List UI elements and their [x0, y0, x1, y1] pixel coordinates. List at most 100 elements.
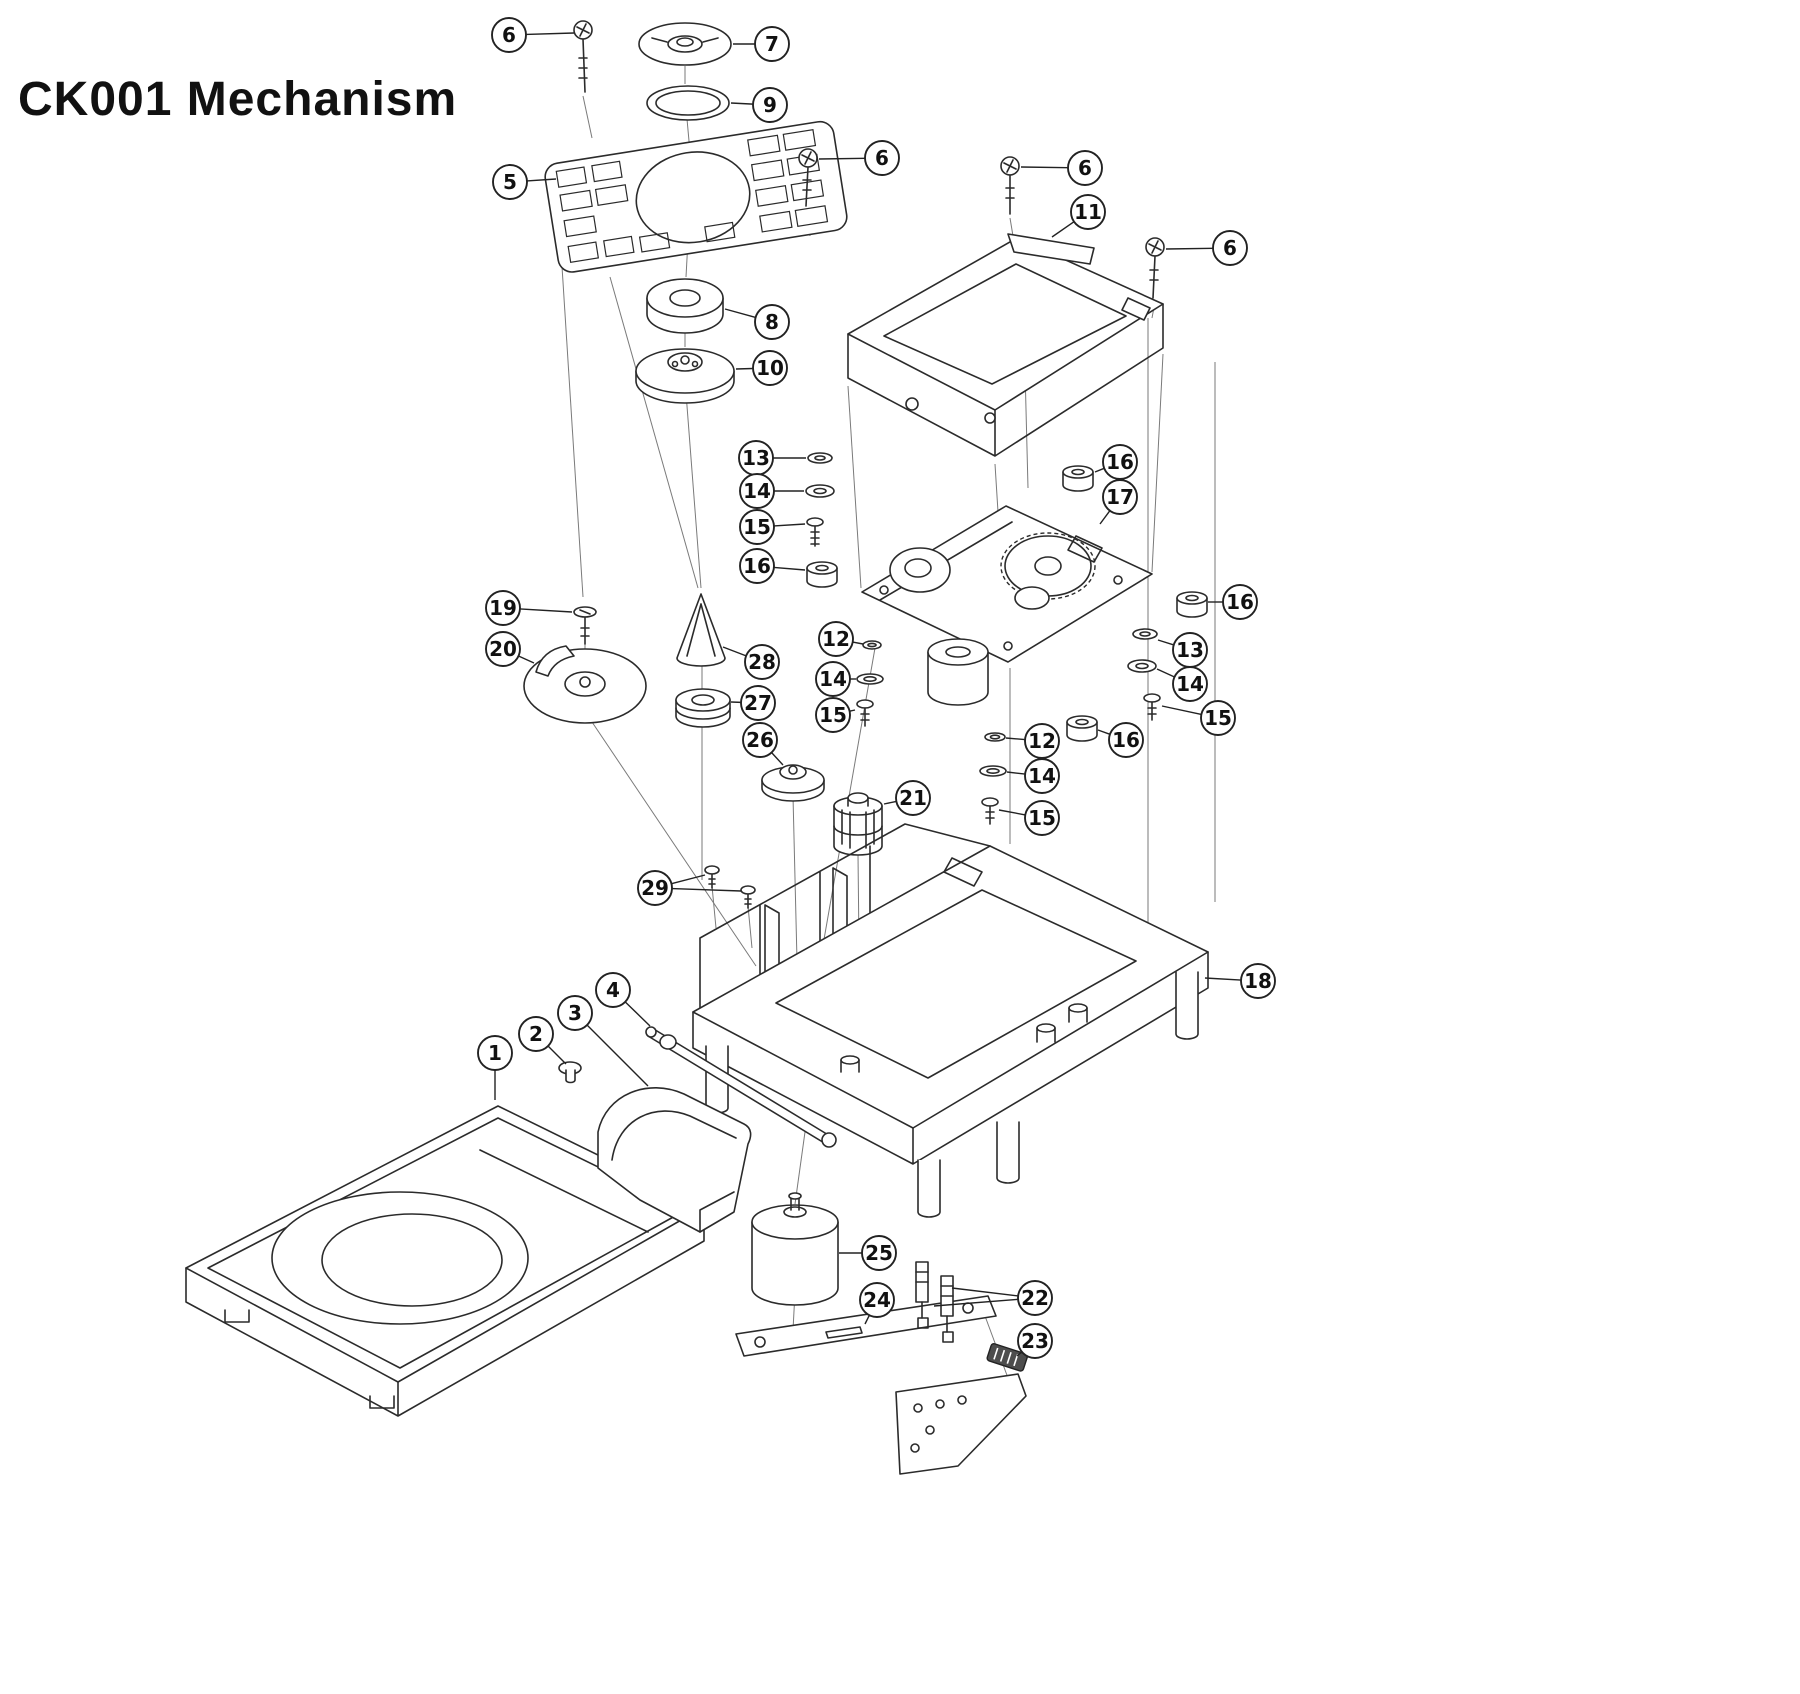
- screw-15-b: [1143, 693, 1161, 721]
- svg-text:19: 19: [489, 596, 517, 620]
- svg-text:14: 14: [743, 479, 771, 503]
- callout-23: 23: [1016, 1323, 1053, 1359]
- svg-text:16: 16: [1106, 450, 1134, 474]
- svg-text:15: 15: [1028, 806, 1056, 830]
- part-28-cone-spring: [676, 593, 726, 667]
- page-title: CK001 Mechanism: [18, 73, 458, 126]
- callout-7: 7: [733, 26, 790, 62]
- callout-16: 16: [1094, 444, 1138, 480]
- svg-text:4: 4: [606, 978, 620, 1002]
- svg-text:13: 13: [1176, 638, 1204, 662]
- callout-13: 13: [738, 440, 806, 476]
- callout-4: 4: [595, 972, 651, 1027]
- svg-text:23: 23: [1021, 1329, 1049, 1353]
- callout-15: 15: [998, 800, 1060, 836]
- callout-18: 18: [1204, 963, 1276, 999]
- washer-14-b: [1127, 659, 1157, 673]
- part-20-limit-disc: [523, 645, 647, 724]
- washer-12-a: [862, 640, 882, 650]
- callout-20: 20: [485, 631, 535, 667]
- callout-17: 17: [1099, 479, 1138, 525]
- svg-text:11: 11: [1074, 200, 1102, 224]
- svg-text:2: 2: [529, 1022, 543, 1046]
- part-8-damper-ring: [646, 278, 724, 334]
- svg-text:16: 16: [743, 554, 771, 578]
- screw-29-a: [704, 865, 720, 889]
- svg-text:22: 22: [1021, 1286, 1049, 1310]
- part-24-pcb: [735, 1295, 1027, 1475]
- part-3-cover: [597, 1087, 752, 1233]
- svg-text:13: 13: [742, 446, 770, 470]
- callout-8: 8: [724, 304, 790, 340]
- screw-6-b: [798, 148, 818, 207]
- part-2-button-pin: [558, 1061, 582, 1084]
- callout-15: 15: [739, 509, 806, 545]
- callout-19: 19: [485, 590, 573, 626]
- svg-text:29: 29: [641, 876, 669, 900]
- svg-text:14: 14: [1028, 764, 1056, 788]
- svg-text:12: 12: [822, 627, 850, 651]
- svg-text:10: 10: [756, 356, 784, 380]
- callout-14: 14: [739, 473, 804, 509]
- svg-text:6: 6: [875, 146, 889, 170]
- washer-13-b: [1132, 628, 1158, 640]
- washer-14-c: [856, 673, 884, 685]
- screw-15-c: [856, 699, 874, 727]
- callout-15: 15: [815, 697, 856, 733]
- callout-29: 29: [637, 870, 742, 906]
- callout-6: 6: [1165, 230, 1248, 266]
- part-11-clamp-frame: [847, 233, 1164, 457]
- washer-14-a: [805, 484, 835, 498]
- svg-text:20: 20: [489, 637, 517, 661]
- callout-9: 9: [730, 87, 788, 123]
- svg-text:1: 1: [488, 1041, 502, 1065]
- svg-text:21: 21: [899, 786, 927, 810]
- callout-25: 25: [839, 1235, 897, 1271]
- callout-1: 1: [477, 1035, 513, 1100]
- svg-text:24: 24: [863, 1288, 891, 1312]
- callout-6: 6: [491, 17, 575, 53]
- svg-text:17: 17: [1106, 485, 1134, 509]
- svg-text:25: 25: [865, 1241, 893, 1265]
- svg-text:8: 8: [765, 310, 779, 334]
- callout-27: 27: [730, 685, 776, 721]
- part-9-friction-ring: [646, 85, 730, 121]
- callout-5: 5: [492, 164, 557, 200]
- part-7-clamp-cap: [638, 22, 732, 66]
- svg-text:15: 15: [819, 703, 847, 727]
- svg-text:6: 6: [502, 23, 516, 47]
- svg-text:3: 3: [568, 1001, 582, 1025]
- grommet-16-c: [1176, 591, 1208, 618]
- callout-6: 6: [818, 140, 900, 176]
- svg-text:6: 6: [1078, 156, 1092, 180]
- svg-text:16: 16: [1226, 590, 1254, 614]
- washer-13-a: [807, 452, 833, 464]
- svg-text:27: 27: [744, 691, 772, 715]
- screw-15-a: [806, 517, 824, 547]
- callout-11: 11: [1051, 194, 1106, 238]
- part-25-motor: [751, 1192, 839, 1306]
- screw-15-d: [981, 797, 999, 825]
- part-22-switch-b: [940, 1275, 954, 1343]
- washer-14-d: [979, 765, 1007, 777]
- screw-29-b: [740, 885, 756, 909]
- callout-16: 16: [739, 548, 806, 584]
- callout-6: 6: [1020, 150, 1103, 186]
- callout-26: 26: [742, 722, 784, 766]
- part-22-switch-a: [915, 1261, 929, 1329]
- part-10-clamp-disc: [635, 348, 735, 404]
- part-4-guide-rod: [645, 1026, 837, 1148]
- screw-19: [573, 606, 597, 645]
- part-17-traverse-unit: [861, 505, 1153, 706]
- part-27-pulley: [675, 688, 731, 728]
- part-1-disc-tray: [185, 1105, 705, 1417]
- screw-6-d: [1145, 237, 1165, 299]
- washer-12-b: [984, 732, 1006, 742]
- part-23-connector: [986, 1343, 1029, 1372]
- part-18-chassis: [692, 823, 1209, 1218]
- callout-16: 16: [1208, 584, 1258, 620]
- callout-15: 15: [1161, 700, 1236, 736]
- callout-28: 28: [722, 644, 780, 680]
- svg-text:12: 12: [1028, 729, 1056, 753]
